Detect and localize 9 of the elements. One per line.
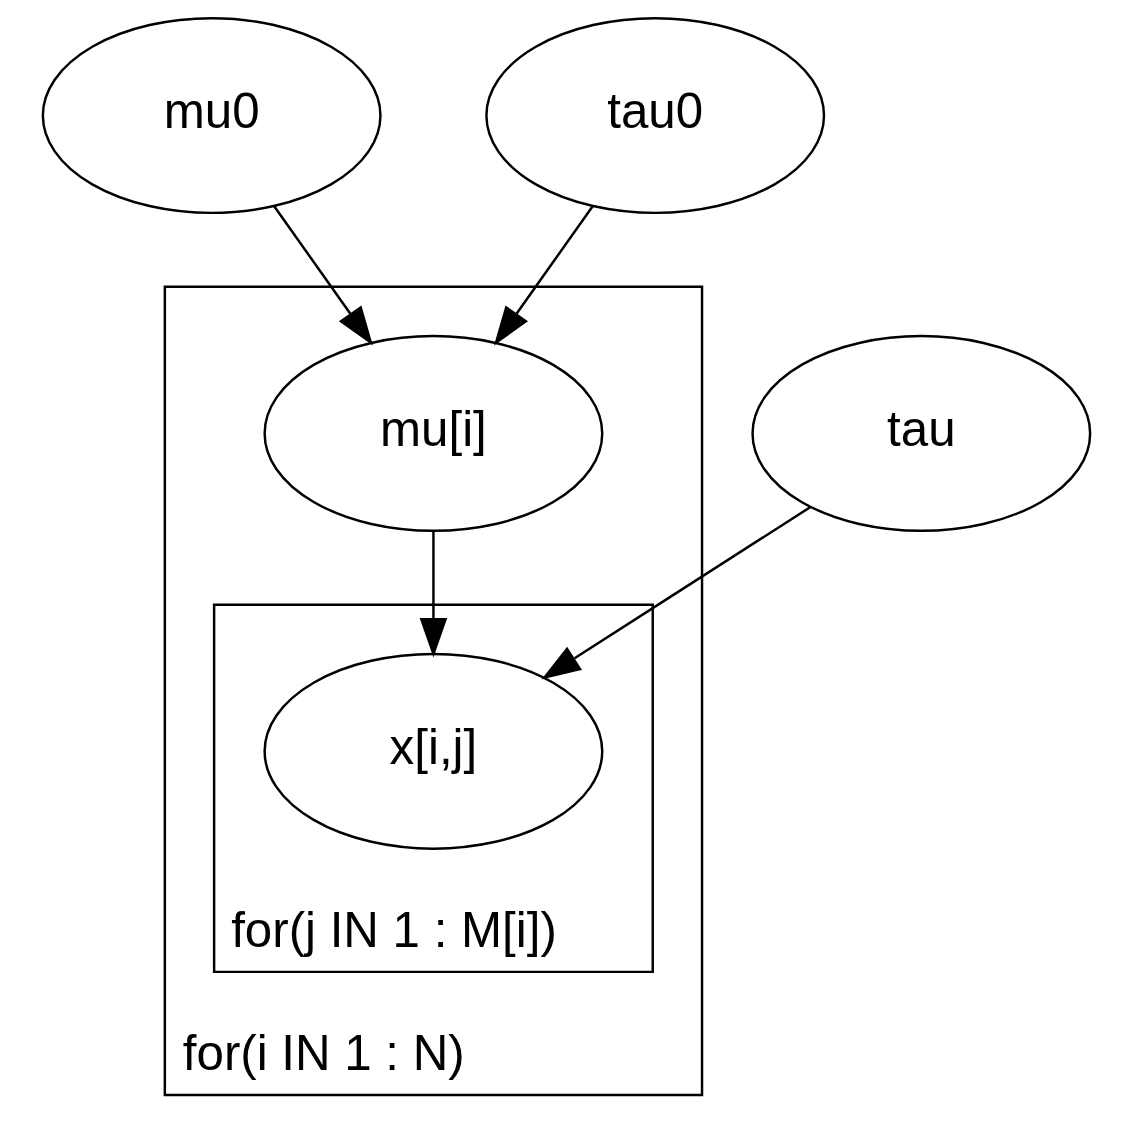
node-ellipse: tau0 — [484, 17, 825, 215]
node-ellipse: x[i,j] — [262, 652, 603, 850]
node-ellipse: tau — [750, 334, 1091, 532]
arrow — [272, 205, 373, 346]
arrow — [493, 205, 594, 346]
arrow — [540, 505, 811, 680]
node-ellipse: mu[i] — [262, 334, 603, 532]
node-ellipse: mu0 — [41, 17, 382, 215]
arrow — [419, 531, 447, 658]
